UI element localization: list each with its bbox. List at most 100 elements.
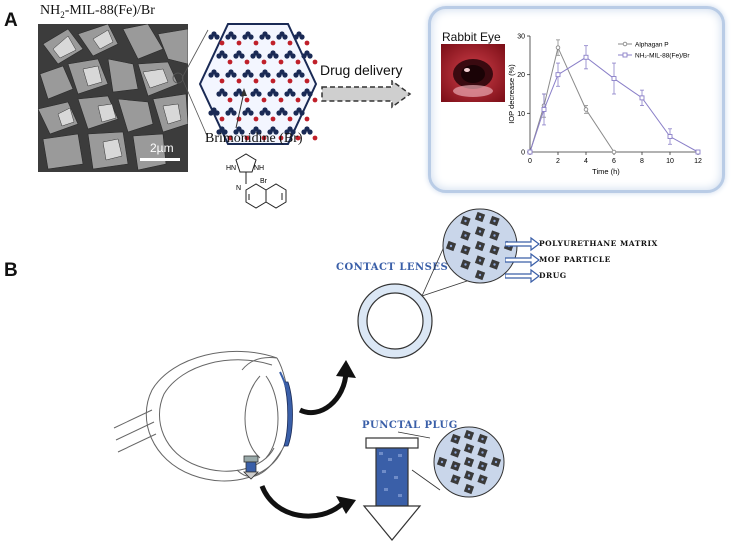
lattice-node (231, 34, 237, 40)
chem-nh-right: NH (254, 165, 264, 172)
lens-matrix-magnified (442, 208, 518, 284)
data-point (667, 134, 673, 139)
drug-molecule-dot (227, 59, 233, 65)
drug-molecule-dot (244, 59, 250, 65)
lattice-node (216, 91, 222, 97)
lattice-node (259, 34, 265, 40)
drug-particle (467, 474, 471, 477)
lattice-node (265, 34, 271, 40)
drug-molecule-dot (270, 116, 276, 122)
material-title: NH2-MIL-88(Fe)/Br (40, 3, 155, 20)
lattice-node (299, 110, 305, 116)
drug-molecule-dot (219, 116, 225, 122)
rabbit-eye-label: Rabbit Eye (442, 30, 501, 44)
material-title-sub: 2 (60, 9, 65, 20)
series-line-1 (529, 56, 699, 153)
lattice-node (276, 110, 282, 116)
drug-molecule-dot (236, 78, 242, 84)
drug-particle (481, 451, 484, 454)
drug-molecule-dot (304, 116, 310, 122)
drug-particle (467, 447, 471, 450)
legend-label: Alphagan P (635, 42, 669, 49)
drug-molecule-dot (261, 97, 267, 103)
drug-particle (493, 263, 496, 266)
drug-particle (478, 230, 482, 233)
lattice-node (293, 34, 299, 40)
data-point (639, 95, 645, 101)
drug-molecule-dot (278, 135, 284, 141)
lattice-node (214, 110, 220, 116)
x-axis-label: Time (h) (592, 167, 620, 176)
lattice-node (242, 110, 248, 116)
drug-particle (493, 219, 496, 223)
lattice-node (273, 53, 279, 59)
lattice-node (293, 110, 299, 116)
legend-polyurethane: POLYURETHANE MATRIX (539, 239, 658, 248)
lattice-node (284, 129, 290, 135)
lattice-node (239, 53, 245, 59)
lattice-node (208, 110, 214, 116)
drug-delivery-arrow-icon (321, 80, 412, 109)
lattice-node (276, 34, 282, 40)
drug-molecule-dot (295, 59, 301, 65)
x-tick-label: 4 (584, 158, 588, 165)
lattice-node (250, 91, 256, 97)
lattice-node (301, 129, 307, 135)
drug-particle (481, 478, 484, 481)
lattice-node (267, 53, 273, 59)
drug-particle (449, 244, 453, 248)
lattice-node (284, 91, 290, 97)
lattice-node (222, 53, 228, 59)
drug-particle (454, 464, 457, 468)
y-axis-label: IOP decrease (%) (507, 64, 516, 124)
material-title-suffix: -MIL-88(Fe)/Br (64, 3, 155, 18)
drug-particle (454, 437, 457, 441)
drug-particle (493, 234, 496, 237)
drug-molecule-dot (287, 40, 293, 46)
lattice-node (242, 72, 248, 78)
drug-molecule-dot (304, 78, 310, 84)
drug-molecule-dot (295, 97, 301, 103)
lattice-node (225, 110, 231, 116)
data-point (583, 107, 589, 112)
sem-micrograph (38, 24, 188, 172)
data-point (527, 149, 533, 155)
lattice-node (282, 72, 288, 78)
drug-particle (467, 460, 471, 464)
drug-molecule-dot (312, 97, 318, 103)
chem-br: Br (260, 178, 268, 185)
lattice-node (282, 110, 288, 116)
y-tick-label: 20 (517, 72, 525, 79)
drug-molecule-dot (287, 116, 293, 122)
drug-particle (478, 215, 482, 219)
drug-particle (467, 487, 471, 491)
lattice-node (265, 72, 271, 78)
drug-molecule-dot (261, 135, 267, 141)
lattice-node (225, 34, 231, 40)
data-point (555, 45, 561, 50)
legend-marker (622, 41, 628, 47)
brimonidine-label: Brimonidine (Br) (205, 131, 303, 146)
contact-lens-icon (357, 283, 433, 359)
lattice-node (225, 72, 231, 78)
lattice-node (231, 110, 237, 116)
drug-particle (478, 259, 482, 262)
lattice-node (267, 91, 273, 97)
lattice-node (248, 110, 254, 116)
lattice-node (259, 110, 265, 116)
lattice-node (293, 72, 299, 78)
drug-molecule-dot (312, 59, 318, 65)
lattice-node (299, 72, 305, 78)
lattice-node (290, 91, 296, 97)
drug-molecule-dot (278, 97, 284, 103)
lattice-node (282, 34, 288, 40)
drug-molecule-dot (227, 97, 233, 103)
drug-molecule-dot (278, 59, 284, 65)
lattice-node (222, 129, 228, 135)
drug-particle (493, 248, 496, 252)
drug-molecule-dot (253, 116, 259, 122)
drug-particle (454, 451, 457, 454)
